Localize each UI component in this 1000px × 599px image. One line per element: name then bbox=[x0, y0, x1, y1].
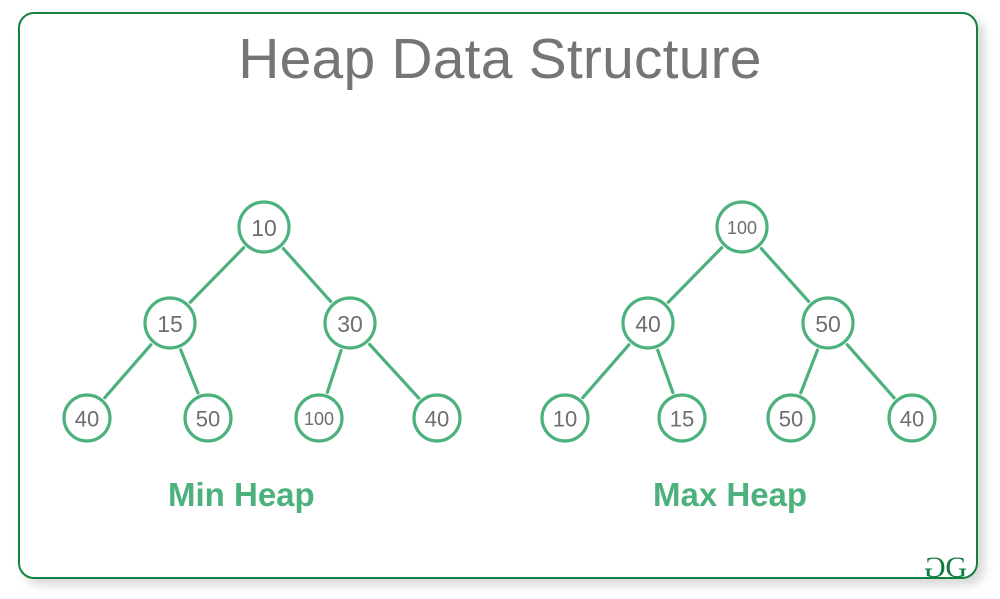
frame-inner-edge bbox=[20, 14, 976, 577]
outer-frame bbox=[18, 12, 978, 579]
logo-g-icon: G bbox=[945, 551, 967, 584]
logo-mirrored-g-icon: G bbox=[924, 551, 946, 584]
max-heap-caption: Max Heap bbox=[653, 476, 808, 513]
min-heap-caption: Min Heap bbox=[168, 476, 315, 513]
page-title: Heap Data Structure bbox=[238, 27, 762, 91]
geeksforgeeks-logo: GG bbox=[924, 551, 967, 584]
